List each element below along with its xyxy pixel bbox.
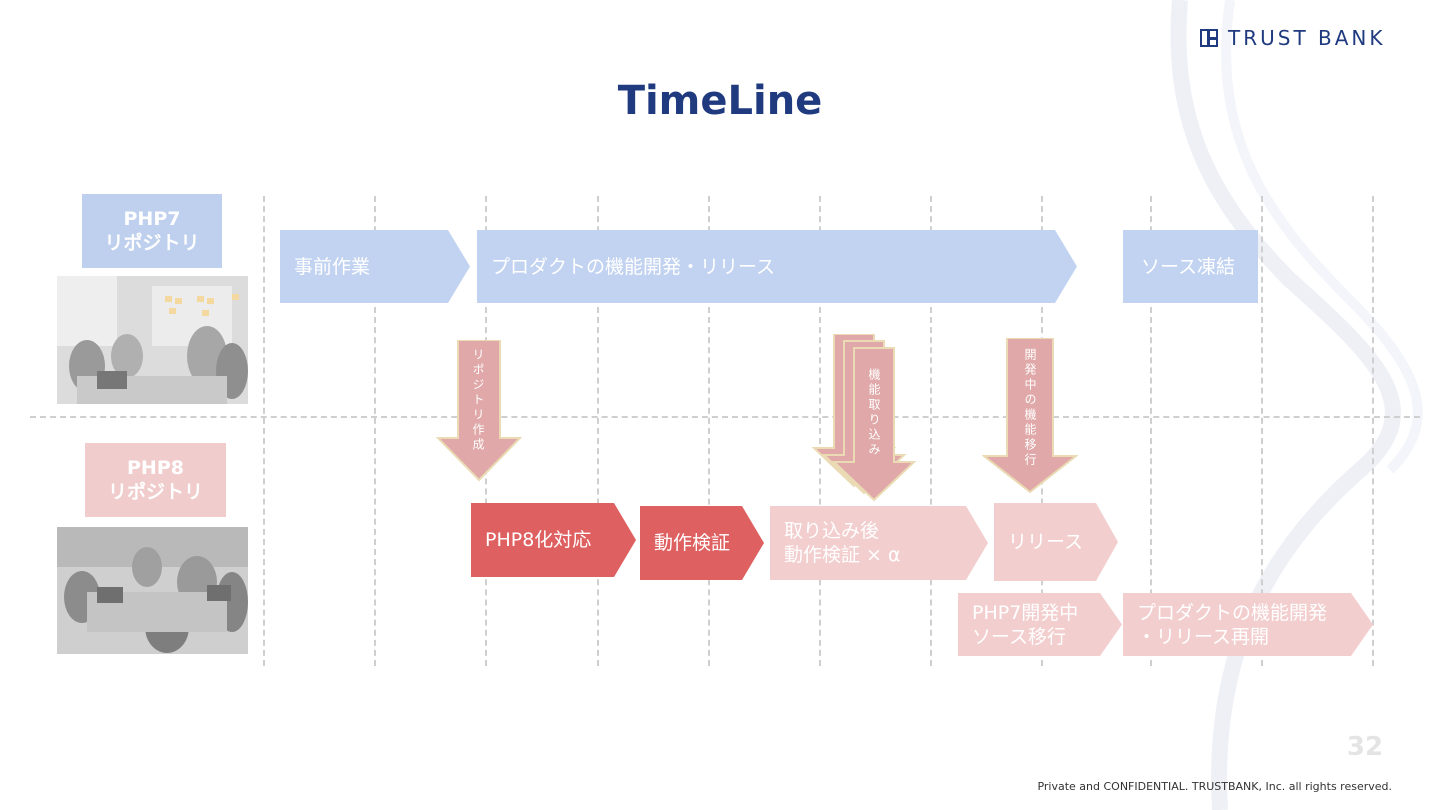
grid-line — [1372, 196, 1374, 666]
php8-repo-label: PHP8 リポジトリ — [85, 443, 226, 517]
arrow-label: 事前作業 — [294, 255, 371, 278]
team-meeting-photo — [57, 276, 248, 404]
transfer-arrow-dev-migration: 開発中の機能移行 — [982, 338, 1078, 494]
footer-copyright: Private and CONFIDENTIAL. TRUSTBANK, Inc… — [1037, 780, 1392, 793]
slide-title: TimeLine — [617, 78, 823, 124]
arrow-label: PHP7開発中 ソース移行 — [972, 601, 1079, 648]
php8-arrow-source-migration: PHP7開発中 ソース移行 — [958, 593, 1122, 656]
php8-arrow-php8-support: PHP8化対応 — [471, 503, 636, 577]
grid-line — [1261, 196, 1263, 666]
grid-line — [1150, 196, 1152, 666]
grid-line — [708, 196, 710, 666]
grid-line — [374, 196, 376, 666]
arrow-label: 取り込み後 動作検証 × α — [784, 520, 901, 566]
arrow-label: PHP8化対応 — [485, 529, 592, 551]
page-number: 32 — [1346, 732, 1384, 762]
grid-line — [930, 196, 932, 666]
arrow-label: 動作検証 — [654, 532, 731, 554]
arrow-label: 開発中の機能移行 — [1023, 348, 1037, 468]
arrow-label: リポジトリ作成 — [471, 348, 485, 453]
php7-arrow-product-dev: プロダクトの機能開発・リリース — [477, 230, 1077, 303]
logo-text: TRUST BANK — [1228, 26, 1386, 50]
arrow-label: 機能取り込み — [867, 368, 881, 458]
php8-arrow-post-import-verify: 取り込み後 動作検証 × α — [770, 506, 988, 580]
arrow-label: プロダクトの機能開発・リリース — [491, 255, 776, 278]
grid-line — [263, 196, 265, 666]
company-logo: TRUST BANK — [1200, 24, 1386, 52]
logo-icon — [1200, 29, 1218, 47]
arrow-label: リリース — [1008, 531, 1084, 553]
php7-arrow-prep: 事前作業 — [280, 230, 470, 303]
row-divider — [30, 416, 1420, 418]
transfer-arrow-feature-import: 機能取り込み — [812, 334, 918, 504]
grid-line — [597, 196, 599, 666]
php8-arrow-verification: 動作検証 — [640, 506, 764, 580]
php8-arrow-release: リリース — [994, 503, 1118, 581]
php8-arrow-resume-dev: プロダクトの機能開発 ・リリース再開 — [1123, 593, 1373, 656]
php7-box-source-freeze: ソース凍結 — [1123, 230, 1258, 303]
arrow-label: プロダクトの機能開発 ・リリース再開 — [1137, 601, 1328, 648]
team-working-photo — [57, 527, 248, 654]
grid-line — [819, 196, 821, 666]
php7-repo-label: PHP7 リポジトリ — [82, 194, 222, 268]
arrow-label: ソース凍結 — [1141, 255, 1236, 278]
transfer-arrow-repo-create: リポジトリ作成 — [436, 340, 522, 482]
